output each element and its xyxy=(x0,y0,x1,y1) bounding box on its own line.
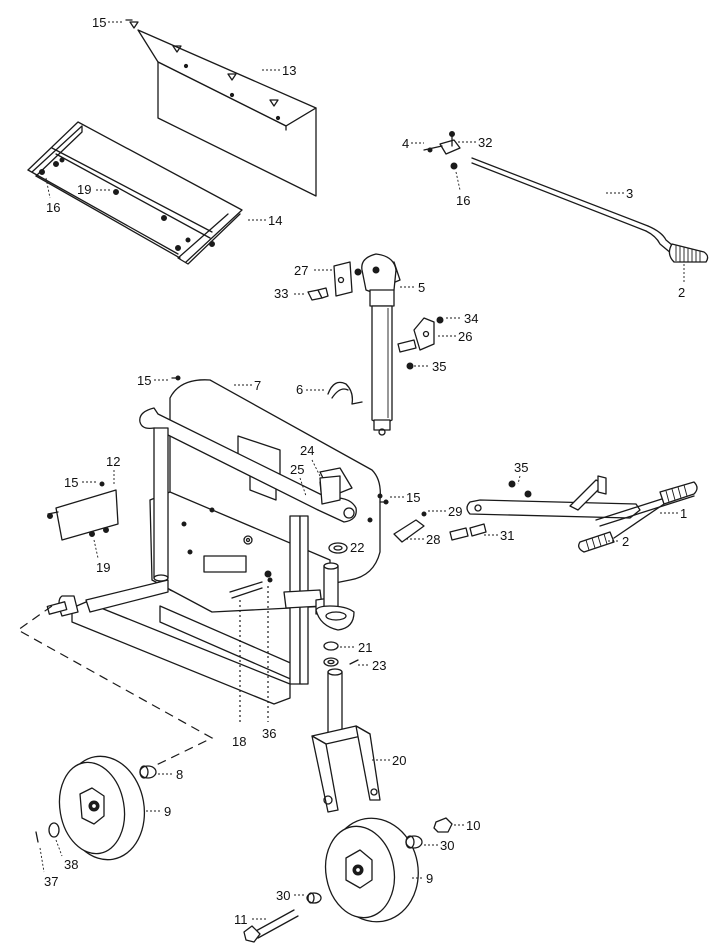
u-pin xyxy=(327,381,363,405)
washer-22 xyxy=(328,542,348,554)
callout-27: 27 xyxy=(294,263,308,278)
callout-35: 35 xyxy=(514,460,528,475)
callout-7: 7 xyxy=(254,378,261,393)
callout-18: 18 xyxy=(232,734,246,749)
cover-panel xyxy=(129,21,317,197)
callout-13: 13 xyxy=(282,63,296,78)
bushing-30-right xyxy=(405,835,423,849)
caster-fork xyxy=(311,668,381,813)
frame-rails xyxy=(27,121,243,265)
tow-handle xyxy=(466,475,698,553)
callout-6: 6 xyxy=(296,382,303,397)
callout-33: 33 xyxy=(274,286,288,301)
callout-31: 31 xyxy=(500,528,514,543)
callout-26: 26 xyxy=(458,329,472,344)
callout-29: 29 xyxy=(448,504,462,519)
callout-25: 25 xyxy=(290,462,304,477)
callout-labels: 15 13 4 32 16 3 2 19 16 14 27 33 5 34 26… xyxy=(39,15,687,927)
callout-10: 10 xyxy=(466,818,480,833)
callout-37: 37 xyxy=(44,874,58,889)
callout-15: 15 xyxy=(406,490,420,505)
callout-2: 2 xyxy=(678,285,685,300)
caster-swivel-post xyxy=(315,562,355,631)
jack-tube xyxy=(361,253,401,436)
jack-bracket-left xyxy=(307,261,362,301)
callout-9: 9 xyxy=(164,804,171,819)
callout-23: 23 xyxy=(372,658,386,673)
callout-35: 35 xyxy=(432,359,446,374)
wheel-left xyxy=(58,755,146,861)
callout-34: 34 xyxy=(464,311,478,326)
cotter-pin-37 xyxy=(35,831,39,843)
callout-9: 9 xyxy=(426,871,433,886)
callout-19: 19 xyxy=(96,560,110,575)
latch-bracket xyxy=(393,511,487,543)
callout-38: 38 xyxy=(64,857,78,872)
callout-3: 3 xyxy=(626,186,633,201)
axle-bolt-11 xyxy=(243,909,299,943)
wheel-right xyxy=(324,817,419,923)
bracket-24 xyxy=(319,475,341,505)
callout-36: 36 xyxy=(262,726,276,741)
crank-rod xyxy=(471,157,709,263)
callout-1: 1 xyxy=(680,506,687,521)
callout-30: 30 xyxy=(440,838,454,853)
washer-21 xyxy=(323,641,339,651)
assembly-guide-line xyxy=(16,605,214,771)
callout-11: 11 xyxy=(234,912,248,927)
callout-12: 12 xyxy=(106,454,120,469)
callout-15: 15 xyxy=(137,373,151,388)
callout-14: 14 xyxy=(268,213,282,228)
callout-15: 15 xyxy=(92,15,106,30)
callout-8: 8 xyxy=(176,767,183,782)
hopper-body xyxy=(149,379,383,613)
callout-15: 15 xyxy=(64,475,78,490)
callout-22: 22 xyxy=(350,540,364,555)
callout-30: 30 xyxy=(276,888,290,903)
callout-4: 4 xyxy=(402,136,409,151)
washer-38 xyxy=(48,822,60,838)
callout-21: 21 xyxy=(358,640,372,655)
callout-28: 28 xyxy=(426,532,440,547)
crank-coupler-hardware xyxy=(423,131,461,170)
callout-5: 5 xyxy=(418,280,425,295)
bushing-8 xyxy=(139,765,157,779)
crank-handle-grip xyxy=(668,243,709,263)
bushing-30-lower xyxy=(306,892,322,904)
push-handle-bar xyxy=(46,407,357,705)
callout-16: 16 xyxy=(46,200,60,215)
side-plate xyxy=(47,481,119,541)
callout-16: 16 xyxy=(456,193,470,208)
callout-24: 24 xyxy=(300,443,314,458)
callout-20: 20 xyxy=(392,753,406,768)
callout-32: 32 xyxy=(478,135,492,150)
nut-10 xyxy=(433,817,453,833)
jack-bracket-right xyxy=(397,316,444,370)
callout-19: 19 xyxy=(77,182,91,197)
pin-23 xyxy=(349,659,359,665)
callout-2: 2 xyxy=(622,534,629,549)
